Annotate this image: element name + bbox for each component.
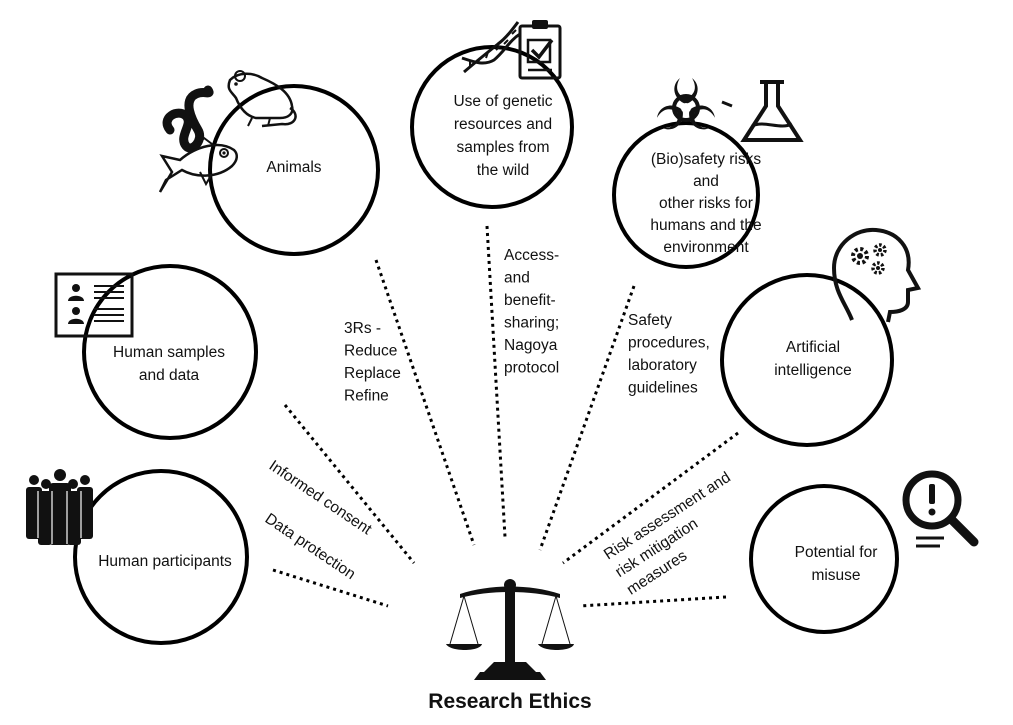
circle-animals [208,84,380,256]
circle-samples [82,264,258,440]
text-line: Human participants [98,553,232,570]
text-line: Reduce [344,343,397,360]
text-line: resources and [454,116,552,133]
text-line: protocol [504,360,559,377]
circle-ai [720,273,894,447]
text-line: Refine [344,388,389,405]
connector-participants [272,568,389,608]
id-card-icon [54,272,134,338]
text-line: (Bio)safety risks [651,151,761,168]
scales-of-justice-icon [446,579,574,680]
text-line: the wild [477,162,530,179]
diagram-title: Research Ethics [428,690,591,713]
text-line: Artificial [786,339,840,356]
note-risk: Risk assessment andrisk mitigationmeasur… [601,469,757,599]
magnifier-exclamation-icon [902,470,979,548]
label-ai: Artificial intelligence [774,339,852,379]
connector-genetic [485,225,507,538]
text-line: Nagoya [504,337,558,354]
text-line: and data [139,367,200,384]
fish-icon [158,136,238,193]
head-gears-icon [831,227,922,323]
note-abs: Access-and benefit-sharing; Nagoya protocol [504,247,559,377]
text-line: other risks for [659,195,753,212]
text-line: Safety [628,312,672,329]
connector-biosafety [538,285,636,551]
text-line: Potential for [795,544,878,561]
circle-biosafety [612,121,760,269]
note-safety: Safety procedures, laboratory guidelines [628,312,710,397]
people-group-icon [26,469,93,545]
text-line: Access- [504,247,559,264]
rat-icon [227,70,297,128]
connector-ai [562,431,739,565]
text-line: Replace [344,365,401,382]
text-line: Use of genetic [453,93,552,110]
text-line: Animals [266,159,321,176]
text-line: environment [663,239,749,256]
circle-participants [73,469,249,645]
label-misuse: Potential for misuse [795,544,878,584]
flask-icon [740,80,804,142]
label-genetic: Use of genetic resources and samples from t… [453,93,552,179]
text-line: sharing; [504,315,559,332]
circle-misuse [749,484,899,634]
text-line: and [504,270,530,287]
text-line: guidelines [628,380,698,397]
worm-icon [162,85,214,153]
label-biosafety: (Bio)safety risks and other risks for human… [650,151,761,256]
connector-samples [283,404,416,564]
label-animals: Animals [266,159,321,176]
text-line: samples from [456,139,549,156]
label-samples: Human samples and data [113,344,225,384]
text-line: 3Rs - [344,320,381,337]
text-line: laboratory [628,357,697,374]
text-line: procedures, [628,335,710,352]
connector-animals [374,259,476,546]
biohazard-icon [657,78,733,130]
label-participants: Human participants [98,553,232,570]
text-line: intelligence [774,362,852,379]
text-line: and [693,173,719,190]
connectors [272,225,739,608]
text-line: benefit- [504,292,556,309]
text-line: misuse [811,567,860,584]
clipboard-check-icon [518,20,562,80]
text-line: Human samples [113,344,225,361]
connector-misuse [579,595,727,608]
dna-icon [461,21,521,74]
text-line: humans and the [650,217,761,234]
